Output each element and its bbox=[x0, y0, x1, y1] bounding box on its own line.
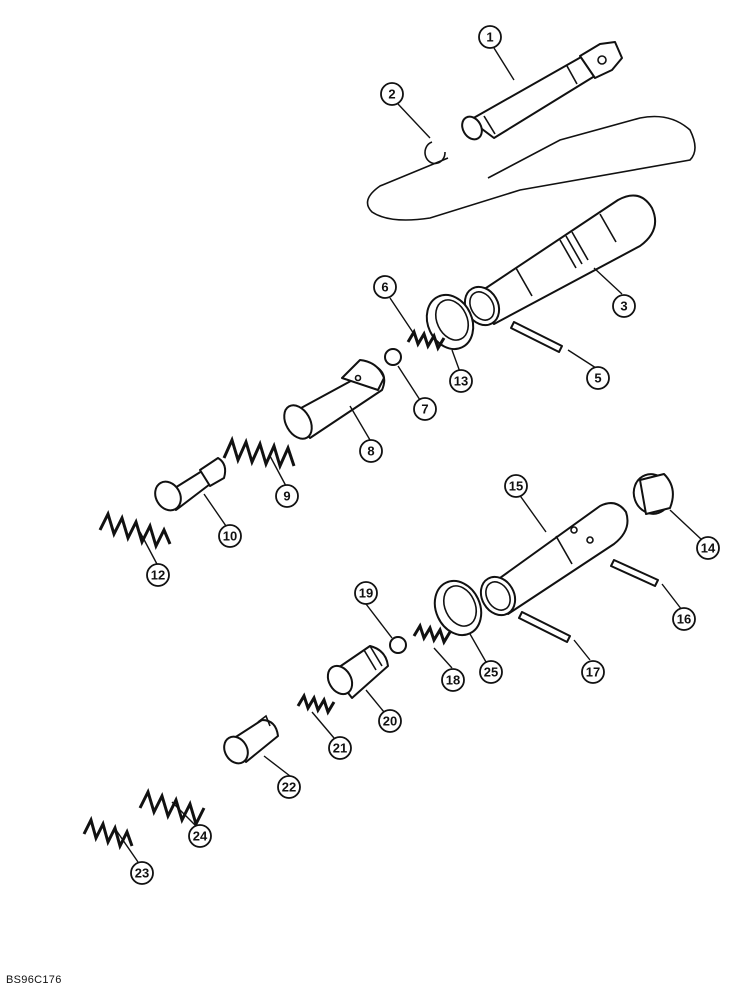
cap-icon bbox=[632, 473, 674, 515]
svg-text:15: 15 bbox=[509, 479, 523, 494]
figure-code: BS96C176 bbox=[6, 974, 62, 986]
ball-icon bbox=[389, 636, 407, 654]
callout-25: 25 bbox=[479, 660, 503, 684]
spring-icon bbox=[412, 622, 452, 646]
svg-text:1: 1 bbox=[486, 30, 493, 45]
svg-text:23: 23 bbox=[135, 866, 149, 881]
svg-text:5: 5 bbox=[594, 371, 601, 386]
assembly-outline bbox=[366, 115, 696, 221]
valve-sleeve-icon bbox=[479, 502, 629, 617]
callout-7: 7 bbox=[413, 397, 437, 421]
spring-icon bbox=[222, 435, 296, 471]
pin-icon bbox=[518, 611, 571, 643]
svg-text:3: 3 bbox=[620, 299, 627, 314]
callout-15: 15 bbox=[504, 474, 528, 498]
pin-icon bbox=[610, 559, 659, 587]
svg-text:16: 16 bbox=[677, 612, 691, 627]
callout-5: 5 bbox=[586, 366, 610, 390]
piston-icon bbox=[223, 714, 279, 765]
callout-1: 1 bbox=[478, 25, 502, 49]
spring-icon bbox=[138, 787, 206, 829]
callout-18: 18 bbox=[441, 668, 465, 692]
shaft-icon bbox=[461, 41, 623, 141]
callout-6: 6 bbox=[373, 275, 397, 299]
spring-icon bbox=[296, 692, 336, 716]
piston-icon bbox=[154, 457, 227, 512]
callout-10: 10 bbox=[218, 524, 242, 548]
callout-12: 12 bbox=[146, 563, 170, 587]
snap-ring-icon bbox=[424, 141, 446, 165]
callout-20: 20 bbox=[378, 709, 402, 733]
svg-text:6: 6 bbox=[381, 280, 388, 295]
svg-text:14: 14 bbox=[701, 541, 716, 556]
callout-2: 2 bbox=[380, 82, 404, 106]
svg-text:20: 20 bbox=[383, 714, 397, 729]
svg-text:10: 10 bbox=[223, 529, 237, 544]
svg-text:22: 22 bbox=[282, 780, 296, 795]
callout-8: 8 bbox=[359, 439, 383, 463]
svg-text:7: 7 bbox=[421, 402, 428, 417]
pin-icon bbox=[510, 321, 563, 353]
svg-text:17: 17 bbox=[586, 665, 600, 680]
callout-19: 19 bbox=[354, 581, 378, 605]
washer-icon bbox=[433, 579, 483, 637]
svg-text:24: 24 bbox=[193, 829, 208, 844]
callout-13: 13 bbox=[449, 369, 473, 393]
callout-9: 9 bbox=[275, 484, 299, 508]
leader-lines bbox=[115, 47, 703, 863]
callout-17: 17 bbox=[581, 660, 605, 684]
spring-icon bbox=[406, 328, 446, 352]
svg-text:12: 12 bbox=[151, 568, 165, 583]
svg-text:25: 25 bbox=[484, 665, 498, 680]
callout-22: 22 bbox=[277, 775, 301, 799]
valve-body-icon bbox=[326, 645, 389, 699]
spool-icon bbox=[283, 359, 386, 440]
callout-3: 3 bbox=[612, 294, 636, 318]
washer-icon bbox=[425, 293, 475, 351]
callout-16: 16 bbox=[672, 607, 696, 631]
svg-text:8: 8 bbox=[367, 444, 374, 459]
svg-text:2: 2 bbox=[388, 87, 395, 102]
svg-text:19: 19 bbox=[359, 586, 373, 601]
spring-icon bbox=[82, 815, 134, 851]
svg-text:13: 13 bbox=[454, 374, 468, 389]
callout-14: 14 bbox=[696, 536, 720, 560]
callout-23: 23 bbox=[130, 861, 154, 885]
svg-text:9: 9 bbox=[283, 489, 290, 504]
ball-icon bbox=[384, 348, 402, 366]
callout-24: 24 bbox=[188, 824, 212, 848]
spring-icon bbox=[98, 509, 172, 551]
svg-text:21: 21 bbox=[333, 741, 347, 756]
callout-21: 21 bbox=[328, 736, 352, 760]
valve-sleeve-icon bbox=[463, 194, 656, 327]
svg-text:18: 18 bbox=[446, 673, 460, 688]
